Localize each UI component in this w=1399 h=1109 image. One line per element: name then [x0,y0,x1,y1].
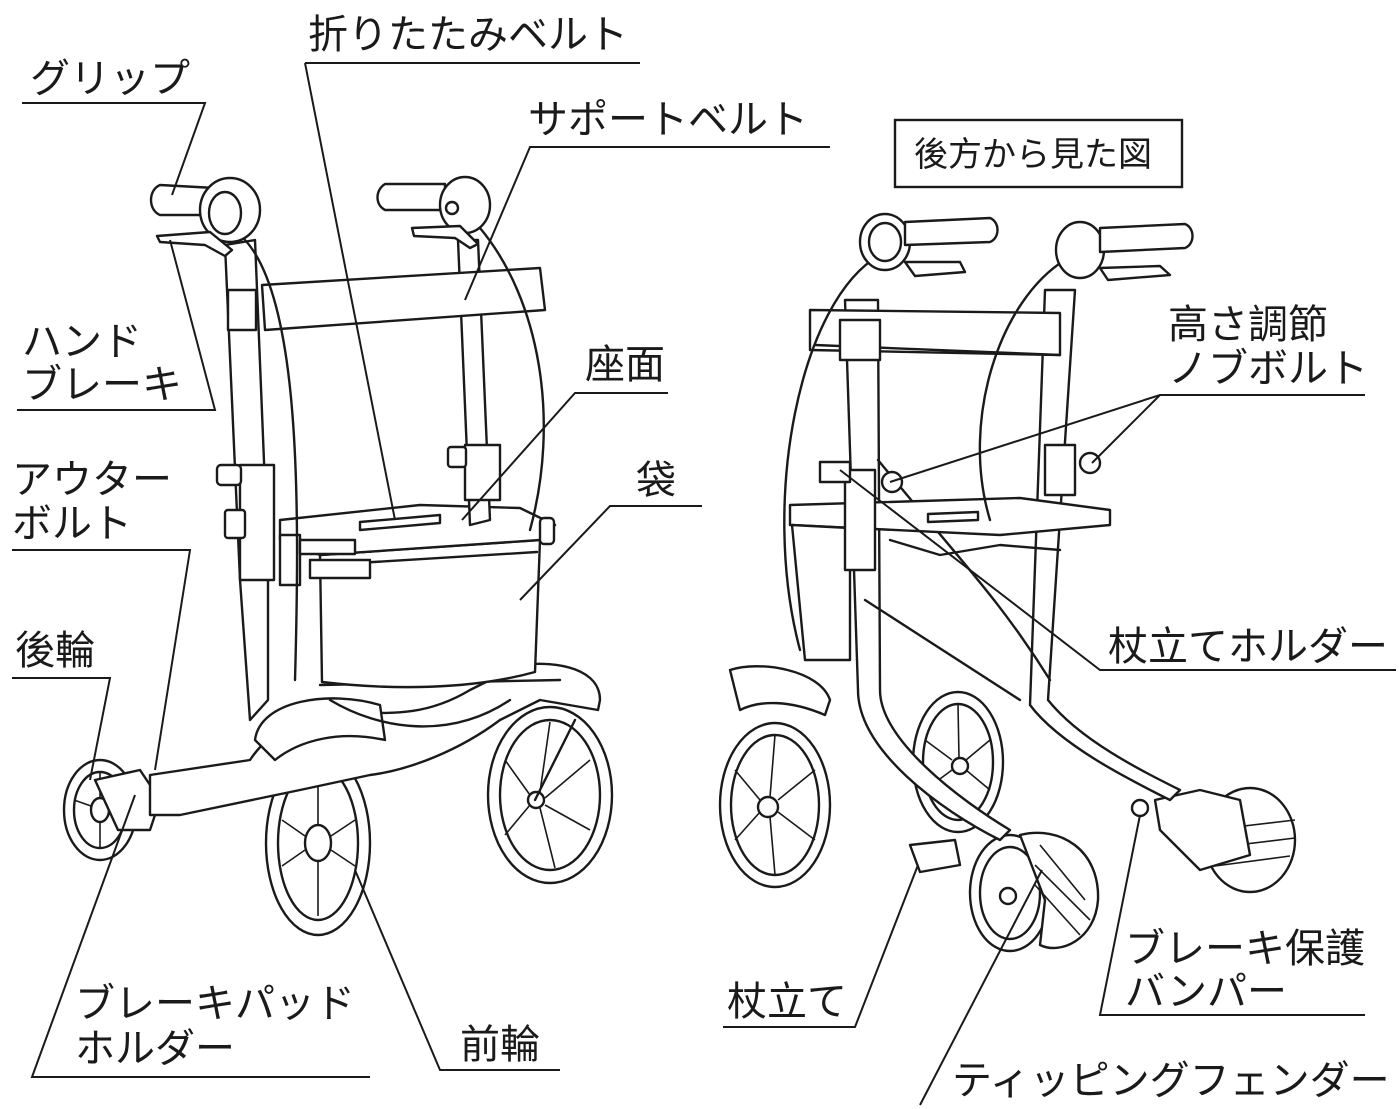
brake-bumper-wheel-drawing [1130,786,1297,894]
label-outer-bolt-line1: アウター [12,457,172,503]
support-belt-drawing [260,266,547,332]
bag-drawing [318,538,542,689]
walker-front-view [62,175,614,937]
label-support-belt: サポートベルト [528,97,808,143]
label-tipping-fender: ティッピングフェンダー [952,1058,1390,1104]
label-brake-pad-holder-line2: ホルダー [75,1026,235,1072]
label-outer-bolt-line2: ボルト [12,501,132,547]
tipping-fender-wheel-drawing [968,831,1100,953]
grip-right-drawing [376,175,492,250]
label-cane-holder: 杖立てホルダー [1108,624,1388,670]
rear-view-frame [893,118,1184,189]
rear-wheel-drawing [62,758,162,862]
label-brake-pad-holder-line1: ブレーキパッド [75,981,355,1027]
walker-rear-view [718,212,1297,953]
label-seat: 座面 [585,342,665,388]
leader-lines [12,62,1396,1106]
label-folding-belt: 折りたたみベルト [308,12,628,58]
rear-view-grip-right-drawing [1054,220,1194,282]
rear-view-seat-drawing [788,496,1112,662]
label-height-knob-line1: 高さ調節 [1168,302,1328,348]
label-grip: グリップ [30,56,190,102]
label-rear-wheel: 後輪 [15,628,95,674]
label-hand-brake-line2: ブレーキ [22,362,182,408]
label-rear-view: 後方から見た図 [914,135,1152,175]
label-height-knob-line2: ノブボルト [1168,346,1368,392]
rear-view-left-wheel-drawing [718,721,832,889]
label-hand-brake-line1: ハンド [22,319,142,365]
label-brake-bumper-line2: バンパー [1125,969,1287,1015]
rear-view-grip-left-drawing [858,212,999,278]
label-brake-bumper-line1: ブレーキ保護 [1125,926,1365,972]
label-cane-stand: 杖立て [727,979,847,1025]
grip-left-drawing [149,176,262,258]
label-bag: 袋 [636,458,676,504]
front-wheel-right-drawing [486,705,614,885]
label-front-wheel: 前輪 [460,1022,540,1068]
